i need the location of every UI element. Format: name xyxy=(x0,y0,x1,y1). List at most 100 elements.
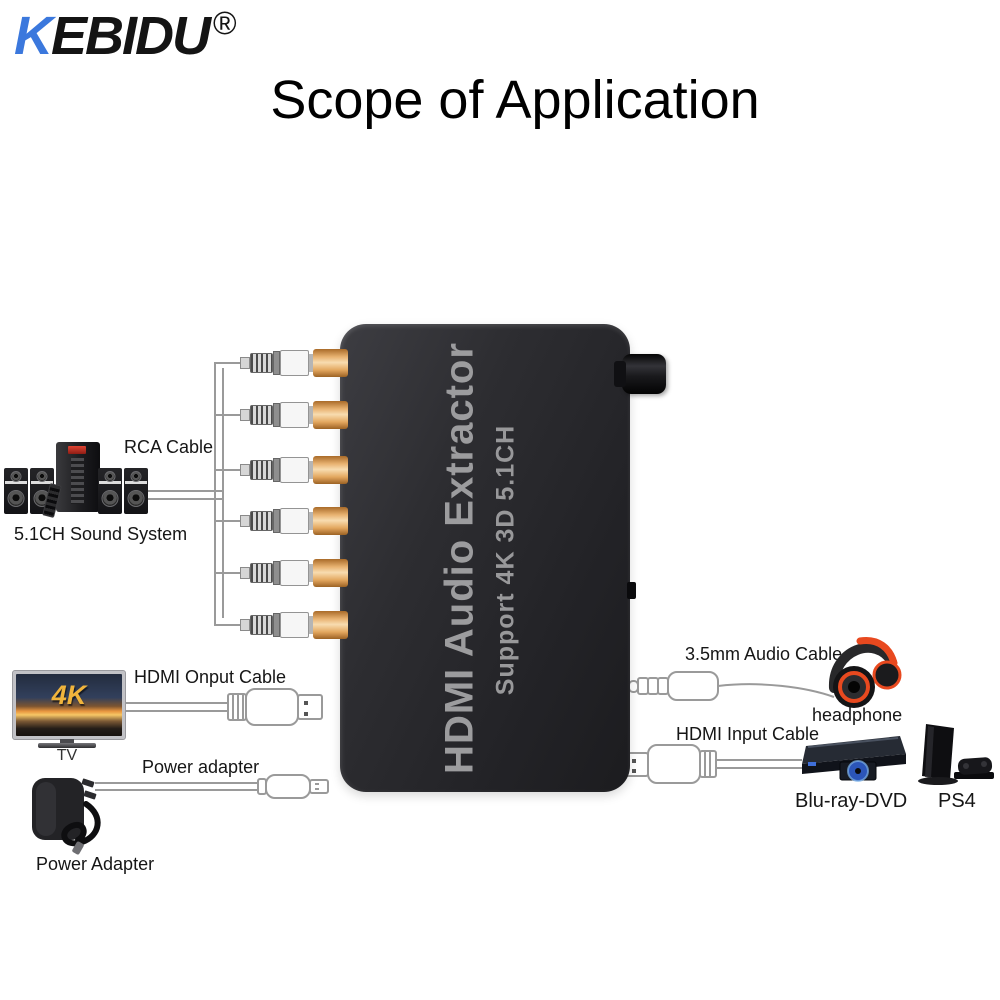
rca-grip xyxy=(249,405,274,425)
hdmi-input-cable-art xyxy=(625,744,802,784)
satellite-speaker xyxy=(98,468,122,514)
player-led xyxy=(808,762,816,766)
rca-grip xyxy=(249,353,274,373)
rca-body xyxy=(279,457,310,483)
hdmi-output-cable-art xyxy=(122,688,323,726)
rca-collar xyxy=(273,509,280,533)
headphone-image xyxy=(829,636,902,708)
rca-grip xyxy=(249,511,274,531)
satellite-speaker xyxy=(124,468,148,514)
rca-plug xyxy=(240,348,349,378)
micro-usb-connector-icon xyxy=(265,774,311,799)
rca-wire-stub xyxy=(240,409,250,421)
rca-wire-stub xyxy=(240,357,250,369)
hdmi-input-cable-label: HDMI Input Cable xyxy=(676,724,820,744)
rca-wire-stub xyxy=(240,464,250,476)
rca-neck xyxy=(309,406,314,424)
power-cable-art xyxy=(95,774,329,799)
rca-neck xyxy=(309,354,314,372)
rca-body xyxy=(279,508,310,534)
rca-wire-stub xyxy=(240,515,250,527)
rca-body xyxy=(279,402,310,428)
rca-wire-stub xyxy=(240,619,250,631)
device-name-text: HDMI Audio Extractor xyxy=(437,342,482,774)
tv-frame: 4K xyxy=(12,670,126,740)
rca-plug xyxy=(240,506,349,536)
volume-knob xyxy=(614,354,666,394)
power-cable-label: Power adapter xyxy=(142,757,260,777)
rca-plug xyxy=(240,455,349,485)
rca-collar xyxy=(273,351,280,375)
rca-gold-tip xyxy=(313,456,349,484)
brand-name: EBIDU xyxy=(51,6,211,66)
rca-gold-tip xyxy=(313,349,349,377)
brand-first-letter: K xyxy=(14,6,53,66)
rca-neck xyxy=(309,512,314,530)
tower-display xyxy=(68,446,86,454)
rca-gold-tip xyxy=(313,611,349,639)
registered-trademark-icon: ® xyxy=(213,5,237,41)
side-switch xyxy=(627,582,636,599)
audio-cable-label: 3.5mm Audio Cable xyxy=(685,644,843,664)
adapter-cord xyxy=(61,801,101,847)
sound-system-image xyxy=(2,442,150,518)
rca-grip xyxy=(249,563,274,583)
rca-gold-tip xyxy=(313,507,349,535)
audio-jack-tip-icon xyxy=(628,680,639,693)
hdmi-connector-icon xyxy=(647,744,701,784)
rca-wire-harness xyxy=(148,362,244,626)
rca-grip xyxy=(249,615,274,635)
ps4-console-image xyxy=(918,724,994,785)
audio-jack-art xyxy=(628,671,835,701)
rca-collar xyxy=(273,403,280,427)
power-adapter-image xyxy=(32,778,101,855)
ps4-label: PS4 xyxy=(938,790,976,812)
rca-grip xyxy=(249,460,274,480)
rca-neck xyxy=(309,616,314,634)
tower-grille xyxy=(71,458,84,504)
cord-tip xyxy=(72,841,84,855)
rca-neck xyxy=(309,461,314,479)
headphone-label: headphone xyxy=(812,705,903,725)
rca-gold-tip xyxy=(313,401,349,429)
tv-stand-neck xyxy=(60,739,74,743)
tv-stand-base xyxy=(38,743,96,748)
rca-cable-label: RCA Cable xyxy=(124,437,214,457)
rca-collar xyxy=(273,561,280,585)
tv-label: TV xyxy=(56,747,78,764)
hdmi-output-cable-label: HDMI Onput Cable xyxy=(134,667,287,687)
rca-body xyxy=(279,560,310,586)
rca-wire-stub xyxy=(240,567,250,579)
plug-prong xyxy=(83,790,97,800)
rca-body xyxy=(279,612,310,638)
satellite-speaker xyxy=(4,468,28,514)
player-top xyxy=(802,736,906,764)
page-title: Scope of Application xyxy=(270,70,760,130)
hdmi-audio-extractor-device: HDMI Audio Extractor Support 4K 3D 5.1CH xyxy=(340,324,666,792)
hdmi-connector-icon xyxy=(245,688,299,726)
rca-neck xyxy=(309,564,314,582)
controller xyxy=(957,757,993,775)
plug-prong xyxy=(81,778,95,788)
rca-plug xyxy=(240,400,349,430)
rca-body xyxy=(279,350,310,376)
headband-accent xyxy=(856,636,898,667)
device-subtitle-text: Support 4K 3D 5.1CH xyxy=(491,424,520,696)
ear-cup-right xyxy=(874,662,900,688)
bluray-player-image xyxy=(802,736,906,782)
rca-plug xyxy=(240,558,349,588)
tv-screen: 4K xyxy=(16,674,122,736)
headband xyxy=(829,642,897,693)
rca-plug xyxy=(240,610,349,640)
rca-gold-tip xyxy=(313,559,349,587)
tv-4k-badge: 4K xyxy=(51,680,87,710)
tv-image: 4K xyxy=(12,670,126,750)
rca-collar xyxy=(273,458,280,482)
console-stand xyxy=(918,777,958,785)
subwoofer-tower xyxy=(56,442,100,512)
sound-system-label: 5.1CH Sound System xyxy=(14,524,188,544)
brand-logo: KEBIDU® xyxy=(14,5,237,73)
rca-collar xyxy=(273,613,280,637)
bluray-label: Blu-ray-DVD xyxy=(795,790,908,812)
power-adapter-label: Power Adapter xyxy=(36,854,155,874)
